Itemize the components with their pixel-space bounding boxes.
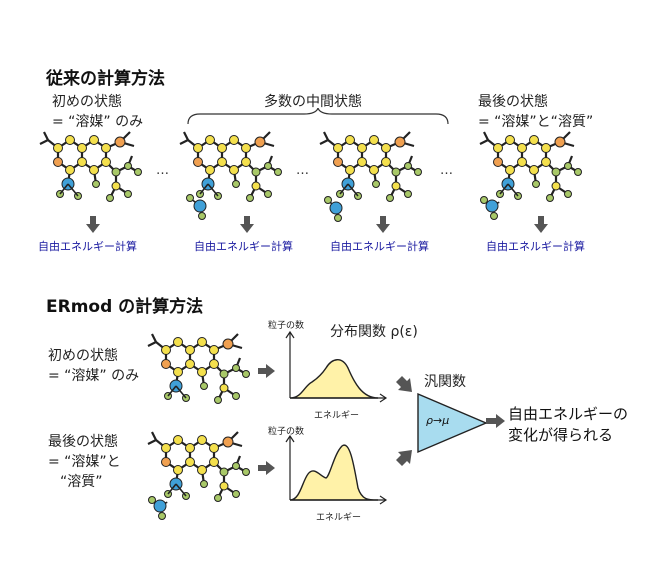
ermod-final-state-desc-1: = “溶媒”と [48,454,121,470]
functional-label: 汎関数 [424,374,466,390]
result-text-line1: 自由エネルギーの [508,405,629,423]
free-energy-calc-label-3: 自由エネルギー計算 [330,240,429,253]
molecule-final-2 [146,430,251,521]
down-arrow-icon [240,216,254,233]
intermediate-bracket [187,108,449,125]
distribution-curve-initial [289,359,379,399]
x-axis-label-1: エネルギー [314,411,360,421]
free-energy-calc-label-4: 自由エネルギー計算 [486,240,585,253]
ermod-final-state-title: 最後の状態 [48,434,118,450]
ellipsis-1: … [156,163,170,178]
conventional-final-state-desc: = “溶媒”と“溶質” [478,114,594,130]
y-axis-label-1: 粒子の数 [268,321,305,331]
distribution-curve-final [289,444,379,501]
down-arrow-icon [376,216,390,233]
diagonal-arrow-down-icon [396,376,412,392]
distribution-plot-final [285,434,388,505]
ermod-final-state-desc-2: “溶質” [60,474,103,490]
y-axis-arrowhead [285,330,295,339]
distribution-plot-initial [285,330,388,403]
y-axis-label-2: 粒子の数 [268,427,305,437]
down-arrow-icon [86,216,100,233]
x-axis-arrowhead [379,393,388,403]
free-energy-calc-label-1: 自由エネルギー計算 [38,240,137,253]
conventional-heading: 従来の計算方法 [46,69,165,89]
right-arrow-icon [258,364,275,378]
ermod-initial-state-title: 初めの状態 [48,348,118,364]
molecule-intermediate-1 [178,130,283,221]
functional-symbol: ρ→μ [426,414,450,427]
right-arrow-icon [258,461,275,475]
functional-triangle [417,392,488,454]
molecule-intermediate-2 [318,130,423,223]
x-axis-label-2: エネルギー [316,513,362,523]
ellipsis-2: … [296,163,310,178]
conventional-initial-state-title: 初めの状態 [52,94,122,110]
ellipsis-3: … [440,163,454,178]
conventional-initial-state-desc: = “溶媒” のみ [52,114,144,130]
conventional-final-state-title: 最後の状態 [478,94,548,110]
ermod-initial-state-desc: = “溶媒” のみ [48,368,140,384]
molecule-solvent-only-2 [146,332,251,405]
diagonal-arrow-up-icon [396,450,412,466]
down-arrow-icon [534,216,548,233]
free-energy-calc-label-2: 自由エネルギー計算 [194,240,293,253]
result-text-line2: 変化が得られる [508,426,614,444]
molecule-solvent-only-1 [38,130,143,203]
ermod-heading: ERmod の計算方法 [46,297,204,317]
right-arrow-icon [486,414,505,428]
x-axis-arrowhead [379,495,388,505]
molecule-final-1 [478,130,583,221]
distribution-function-label: 分布関数 ρ(ε) [330,324,418,340]
intermediate-states-label: 多数の中間状態 [264,94,362,110]
y-axis-arrowhead [285,434,295,443]
